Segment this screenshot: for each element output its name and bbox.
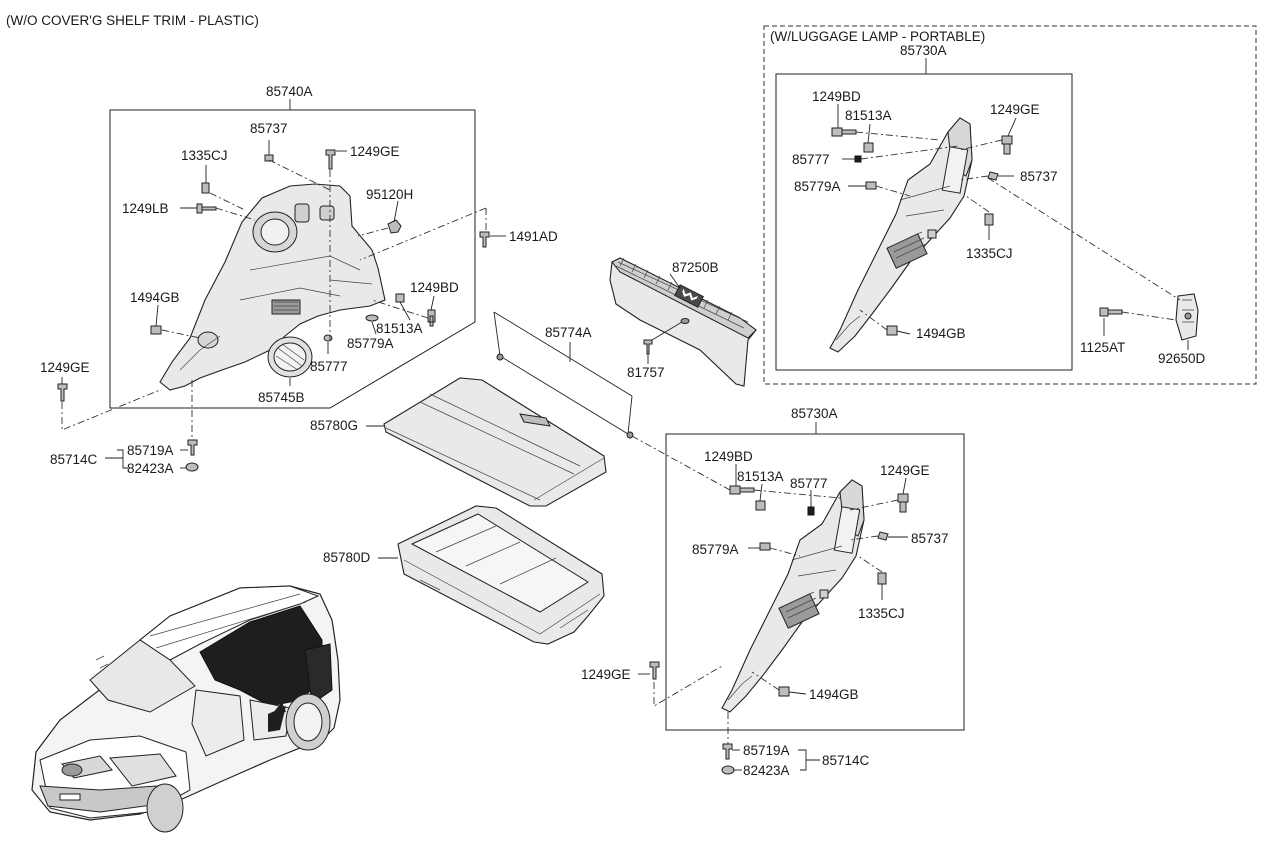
vehicle-illustration	[31, 585, 341, 833]
label-81513A-left: 81513A	[376, 321, 423, 336]
label-85740A: 85740A	[266, 84, 313, 99]
label-85777-bottom: 85777	[790, 476, 828, 491]
nut-1494GB-bottom	[778, 686, 790, 697]
washer-82423A-left	[185, 462, 199, 472]
clip-1335CJ-top	[984, 213, 994, 226]
label-85737-left: 85737	[250, 121, 288, 136]
clip-85779A-top	[865, 181, 877, 190]
label-1249GE-bottom: 1249GE	[880, 463, 930, 478]
clip-85737-bottom	[877, 531, 889, 541]
label-1249BD-top: 1249BD	[812, 89, 861, 104]
luggage-side-trim-right-top	[829, 117, 973, 353]
clip-1335CJ-bottom	[877, 572, 887, 585]
luggage-tray-85780D	[397, 505, 605, 645]
label-85780G: 85780G	[310, 418, 358, 433]
label-85774A: 85774A	[545, 325, 592, 340]
clip-95120H	[387, 219, 402, 234]
label-1494GB-bottom: 1494GB	[809, 687, 859, 702]
label-85714C-left: 85714C	[50, 452, 98, 467]
label-85777-top: 85777	[792, 152, 830, 167]
label-1249LB: 1249LB	[122, 201, 169, 216]
clip-85737-top	[987, 171, 999, 181]
clip-81757	[643, 339, 653, 355]
net-85774A	[493, 311, 634, 439]
luggage-side-trim-left	[159, 183, 386, 391]
label-85737-bottom: 85737	[911, 531, 949, 546]
bolt-1249LB	[196, 203, 217, 214]
header-without-cover: (W/O COVER'G SHELF TRIM - PLASTIC)	[6, 13, 259, 28]
label-1335CJ-bottom: 1335CJ	[858, 606, 905, 621]
label-81757: 81757	[627, 365, 665, 380]
label-85745B: 85745B	[258, 390, 305, 405]
label-1249GE-outer: 1249GE	[40, 360, 90, 375]
clip-81513A-top	[863, 142, 874, 153]
screw-1249GE-left	[325, 149, 336, 170]
cover-shelf-85780G	[383, 377, 607, 507]
luggage-lamp-92650D	[1175, 293, 1199, 341]
label-85730A-bottom: 85730A	[791, 406, 838, 421]
header-with-lamp: (W/LUGGAGE LAMP - PORTABLE)	[770, 29, 985, 44]
nut-1494GB-top	[886, 325, 898, 336]
screw-1249GE-bottom-outer	[649, 661, 660, 680]
label-85719A-left: 85719A	[127, 443, 174, 458]
screw-1249GE-bottom	[897, 493, 909, 513]
sill-trim-87250B	[609, 257, 757, 387]
label-1125AT: 1125AT	[1080, 340, 1125, 355]
label-85714C-bottom: 85714C	[822, 753, 870, 768]
nut-1494GB-left	[150, 325, 162, 335]
bolt-1249BD-top	[831, 127, 857, 137]
screw-85719A-bottom	[722, 743, 733, 760]
label-81513A-top: 81513A	[845, 108, 892, 123]
label-85779A-left: 85779A	[347, 336, 394, 351]
label-85777-left: 85777	[310, 359, 348, 374]
luggage-side-trim-right-bottom	[721, 479, 865, 713]
screw-1491AD	[479, 231, 490, 248]
bolt-1249BD-bottom	[729, 485, 755, 495]
group-box-85730A-bottom	[665, 433, 965, 731]
label-85719A-bottom: 85719A	[743, 743, 790, 758]
label-1494GB-left: 1494GB	[130, 290, 180, 305]
screw-85719A-left	[187, 439, 198, 456]
bolt-1125AT	[1099, 307, 1123, 317]
label-1494GB-top: 1494GB	[916, 326, 966, 341]
clip-85779A-bottom	[759, 542, 771, 551]
label-1491AD: 1491AD	[509, 229, 558, 244]
washer-82423A-bottom	[721, 765, 735, 775]
label-87250B: 87250B	[672, 260, 719, 275]
screw-1249GE-top	[1001, 135, 1013, 155]
bolt-1249BD-left	[427, 309, 436, 327]
label-1249BD-left: 1249BD	[410, 280, 459, 295]
label-1249GE-top: 1249GE	[990, 102, 1040, 117]
clip-85779A-left	[365, 314, 379, 322]
clip-81513A-left	[395, 293, 405, 303]
screw-1249GE-outer	[57, 383, 68, 402]
clip-85777-bottom	[807, 506, 815, 516]
label-1335CJ-left: 1335CJ	[181, 148, 228, 163]
label-92650D: 92650D	[1158, 351, 1206, 366]
label-1335CJ-top: 1335CJ	[966, 246, 1013, 261]
label-85780D: 85780D	[323, 550, 371, 565]
clip-81513A-bottom	[755, 500, 766, 511]
clip-85777-top	[854, 155, 862, 163]
label-81513A-bottom: 81513A	[737, 469, 784, 484]
clip-1335CJ-left	[201, 182, 210, 194]
group-box-85740A	[109, 109, 476, 409]
group-box-85730A-top	[775, 73, 1073, 371]
clip-85777-left	[323, 334, 333, 342]
label-95120H: 95120H	[366, 187, 413, 202]
label-1249GE-left: 1249GE	[350, 144, 400, 159]
label-85779A-top: 85779A	[794, 179, 841, 194]
label-85730A-top: 85730A	[900, 43, 947, 58]
label-82423A-bottom: 82423A	[743, 763, 790, 778]
label-85737-top: 85737	[1020, 169, 1058, 184]
label-85779A-bottom: 85779A	[692, 542, 739, 557]
cover-85745B	[267, 336, 313, 378]
label-1249BD-bottom: 1249BD	[704, 449, 753, 464]
label-82423A-left: 82423A	[127, 461, 174, 476]
luggage-lamp-group-frame	[763, 25, 1257, 385]
label-1249GE-bottom-outer: 1249GE	[581, 667, 631, 682]
